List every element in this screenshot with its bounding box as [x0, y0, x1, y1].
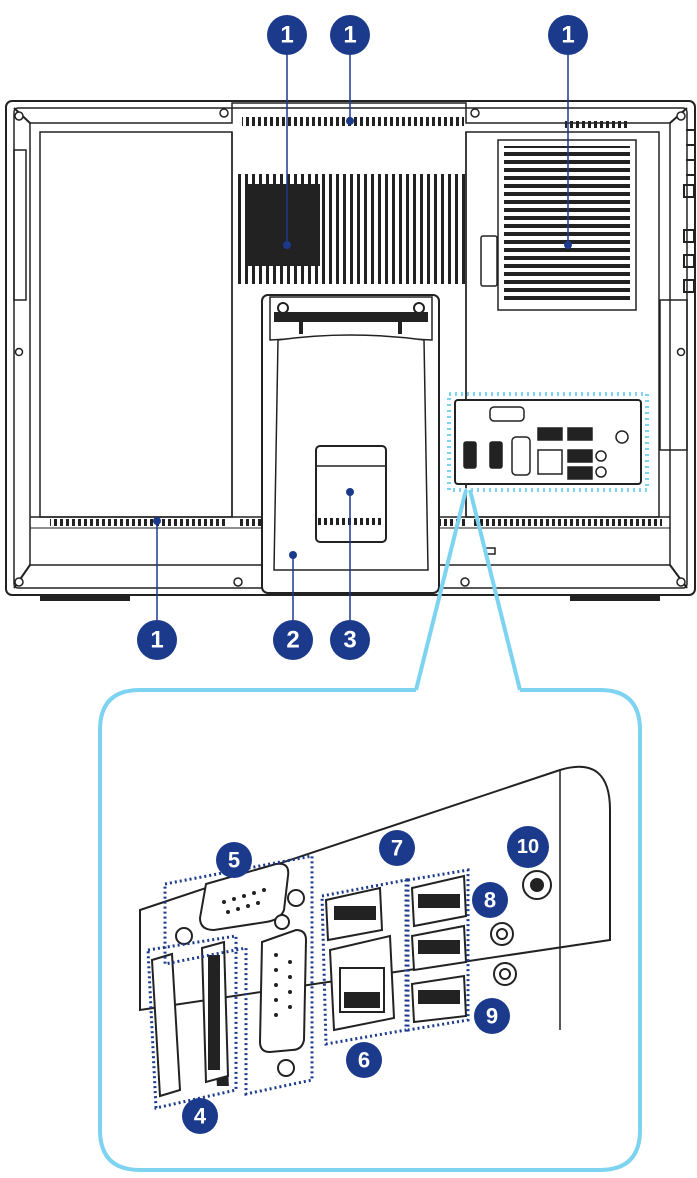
svg-text:3: 3: [343, 627, 356, 654]
callout-9: 9: [474, 998, 510, 1034]
svg-text:8: 8: [484, 888, 496, 913]
callout-3: 3: [330, 620, 370, 660]
leader-dots: [153, 55, 572, 620]
svg-text:9: 9: [486, 1004, 498, 1029]
callout-1-top-left: 1: [267, 15, 307, 55]
callout-8: 8: [472, 882, 508, 918]
svg-text:1: 1: [280, 22, 293, 49]
svg-text:7: 7: [391, 836, 403, 861]
stand: [261, 294, 440, 594]
latch: [480, 235, 498, 287]
svg-text:4: 4: [194, 1104, 207, 1129]
callout-10: 10: [507, 826, 549, 868]
callout-1-bottom: 1: [137, 620, 177, 660]
port-groups: [146, 854, 470, 1110]
svg-text:6: 6: [358, 1048, 370, 1073]
callout-7: 7: [379, 830, 415, 866]
callout-2: 2: [273, 620, 313, 660]
callout-6: 6: [346, 1042, 382, 1078]
callout-1-top-right: 1: [548, 15, 588, 55]
zoom-callout-outline: [98, 489, 642, 1172]
ventilation-slots: [50, 117, 662, 526]
svg-text:5: 5: [228, 848, 240, 873]
svg-text:10: 10: [517, 836, 539, 858]
svg-text:1: 1: [561, 22, 574, 49]
callout-5: 5: [216, 842, 252, 878]
callout-4: 4: [182, 1098, 218, 1134]
svg-text:2: 2: [286, 627, 299, 654]
callout-1-top-center: 1: [330, 15, 370, 55]
screw-icons: [14, 108, 686, 587]
zoomed-io-panel: [139, 765, 611, 1098]
svg-text:1: 1: [343, 22, 356, 49]
svg-text:1: 1: [150, 627, 163, 654]
io-panel-rear: [447, 392, 649, 492]
